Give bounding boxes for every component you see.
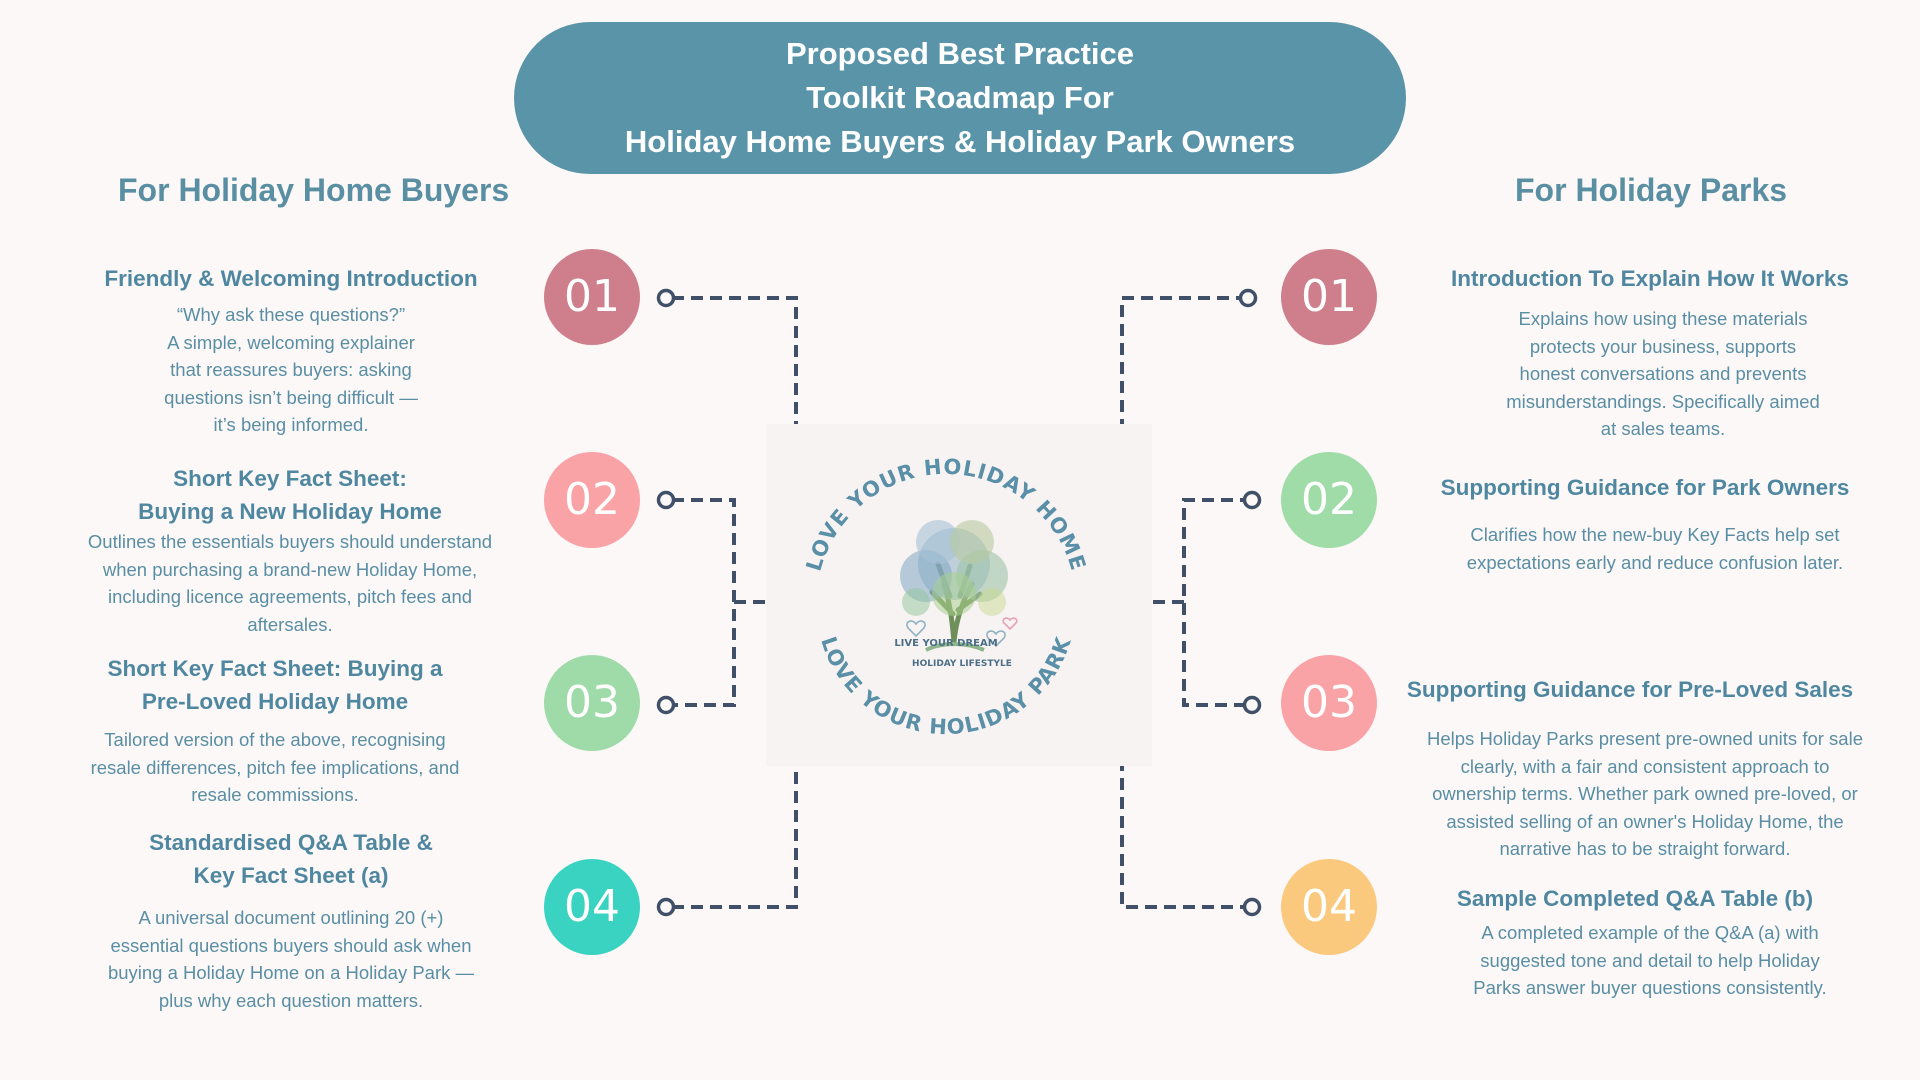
- buyer-step-01-title: Friendly & Welcoming Introduction: [104, 266, 478, 291]
- park-step-01: Introduction To Explain How It Works Exp…: [1400, 262, 1900, 443]
- park-step-03: Supporting Guidance for Pre-Loved Sales …: [1385, 673, 1905, 863]
- buyer-step-03-desc: Tailored version of the above, recognisi…: [90, 729, 460, 805]
- park-step-04: Sample Completed Q&A Table (b) A complet…: [1400, 882, 1900, 1002]
- park-step-02: Supporting Guidance for Park Owners Clar…: [1395, 471, 1895, 576]
- buyer-step-01: Friendly & Welcoming Introduction “Why a…: [66, 262, 516, 439]
- park-step-01-title: Introduction To Explain How It Works: [1451, 266, 1849, 291]
- title-banner: Proposed Best Practice Toolkit Roadmap F…: [514, 22, 1406, 174]
- connector-end-park-03: [1242, 695, 1262, 715]
- connector-end-park-04: [1242, 897, 1262, 917]
- title-line-3: Holiday Home Buyers & Holiday Park Owner…: [624, 124, 1296, 159]
- buyer-step-04-desc: A universal document outlining 20 (+) es…: [107, 907, 475, 1011]
- park-step-04-desc: A completed example of the Q&A (a) with …: [1473, 922, 1827, 998]
- connector-end-park-02: [1242, 490, 1262, 510]
- buyer-step-03-title: Short Key Fact Sheet: Buying a Pre-Loved…: [107, 656, 443, 714]
- buyer-step-03: Short Key Fact Sheet: Buying a Pre-Loved…: [60, 652, 550, 809]
- title-line-1: Proposed Best Practice: [785, 36, 1135, 71]
- park-step-04-title: Sample Completed Q&A Table (b): [1456, 886, 1814, 911]
- buyer-step-04: Standardised Q&A Table & Key Fact Sheet …: [66, 826, 516, 1014]
- svg-text:LOVE YOUR HOLIDAY PARK: LOVE YOUR HOLIDAY PARK: [816, 633, 1076, 739]
- connector-park-01: [1120, 296, 1248, 424]
- connector-end-buyer-02: [656, 490, 676, 510]
- connector-park-02: [1182, 498, 1252, 707]
- connector-end-buyer-01: [656, 288, 676, 308]
- buyer-step-02-desc: Outlines the essentials buyers should un…: [87, 531, 493, 635]
- logo-card: LOVE YOUR HOLIDAY HOME LOVE YOUR HOLIDAY…: [766, 424, 1152, 766]
- connector-park-04: [1120, 766, 1252, 909]
- park-step-02-title: Supporting Guidance for Park Owners: [1440, 475, 1850, 500]
- buyer-step-04-title: Standardised Q&A Table & Key Fact Sheet …: [149, 830, 433, 888]
- logo-tag-2: HOLIDAY LIFESTYLE: [912, 659, 1012, 669]
- park-step-02-desc: Clarifies how the new-buy Key Facts help…: [1466, 524, 1844, 573]
- connector-end-park-01: [1238, 288, 1258, 308]
- logo-arc-bottom: LOVE YOUR HOLIDAY PARK: [816, 633, 1075, 739]
- park-step-03-desc: Helps Holiday Parks present pre-owned un…: [1427, 728, 1863, 859]
- heart-icon: [906, 617, 1018, 648]
- tree-icon: [900, 520, 1008, 652]
- park-step-02-circle: 02: [1281, 452, 1377, 548]
- buyer-step-02-title: Short Key Fact Sheet: Buying a New Holid…: [138, 466, 442, 524]
- connector-buyer-04: [672, 766, 798, 909]
- connector-buyer-02: [672, 498, 736, 707]
- connector-end-buyer-04: [656, 897, 676, 917]
- logo-tag-1: LIVE YOUR DREAM: [894, 638, 997, 649]
- park-step-01-circle: 01: [1281, 249, 1377, 345]
- park-step-03-title: Supporting Guidance for Pre-Loved Sales: [1406, 677, 1854, 702]
- parks-heading: For Holiday Parks: [1515, 172, 1788, 208]
- connector-buyer-01: [672, 296, 798, 424]
- buyer-step-04-circle: 04: [544, 859, 640, 955]
- buyer-step-01-circle: 01: [544, 249, 640, 345]
- buyers-heading: For Holiday Home Buyers: [118, 172, 510, 208]
- connector-end-buyer-03: [656, 695, 676, 715]
- park-step-03-circle: 03: [1281, 655, 1377, 751]
- buyer-step-01-desc: “Why ask these questions?” A simple, wel…: [164, 304, 418, 435]
- buyer-step-02-circle: 02: [544, 452, 640, 548]
- park-step-04-circle: 04: [1281, 859, 1377, 955]
- logo: LOVE YOUR HOLIDAY HOME LOVE YOUR HOLIDAY…: [802, 455, 1090, 740]
- park-step-01-desc: Explains how using these materials prote…: [1506, 308, 1820, 439]
- buyer-step-02: Short Key Fact Sheet: Buying a New Holid…: [60, 462, 520, 638]
- title-line-2: Toolkit Roadmap For: [806, 80, 1114, 115]
- buyer-step-03-circle: 03: [544, 655, 640, 751]
